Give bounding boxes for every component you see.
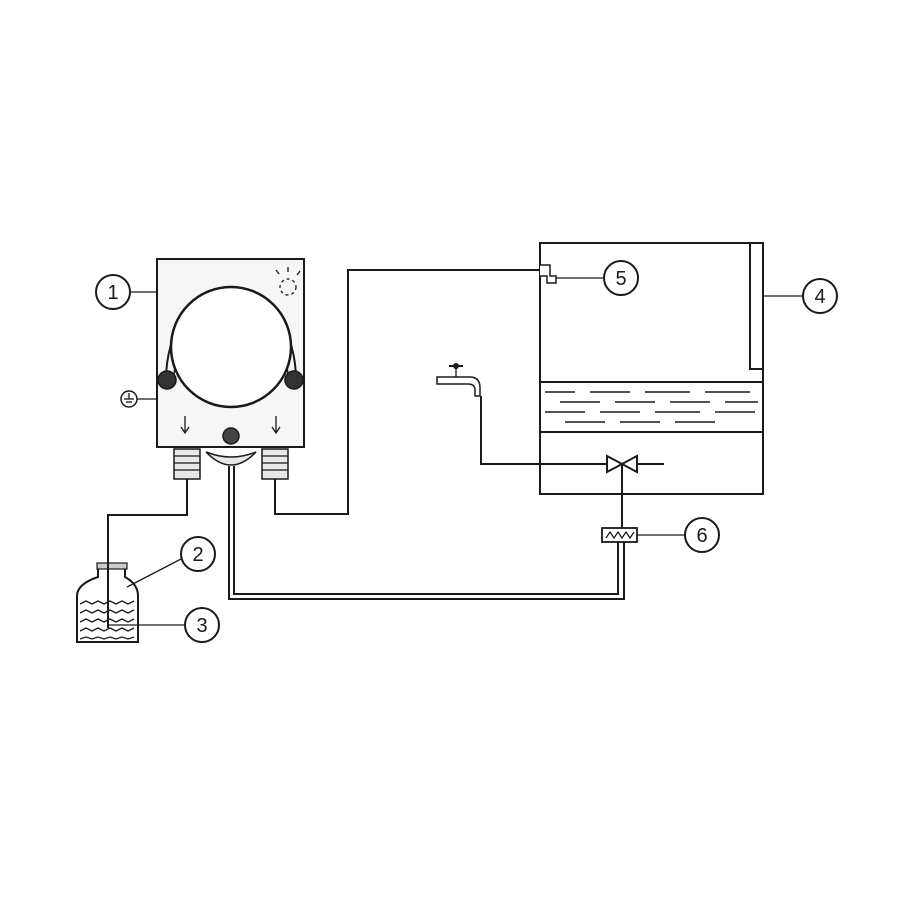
callout-2: 2 <box>180 536 216 572</box>
svg-text:1: 1 <box>107 282 118 304</box>
water-tap-icon <box>436 363 481 397</box>
flow-sensor <box>601 527 638 543</box>
supply-pipe <box>480 396 607 465</box>
svg-text:6: 6 <box>696 525 707 547</box>
svg-text:4: 4 <box>814 286 825 308</box>
callout-5: 5 <box>603 260 639 296</box>
callout-6: 6 <box>684 517 720 553</box>
peristaltic-pump <box>120 258 305 480</box>
pump-rotor <box>169 285 293 409</box>
injection-nozzle <box>540 264 557 284</box>
pump-roller-left-icon <box>157 370 177 390</box>
delivery-tube <box>274 269 540 515</box>
svg-text:5: 5 <box>615 268 626 290</box>
outlet-fitting <box>261 448 289 480</box>
sensor-cable <box>228 466 625 600</box>
sensor-cable-gland <box>205 451 257 466</box>
ground-symbol-icon <box>120 390 138 408</box>
pump-connector-icon <box>222 427 240 445</box>
suction-tube <box>107 479 188 628</box>
outlet-arrow-icon <box>271 416 281 435</box>
water-surface <box>545 391 758 423</box>
water-tank <box>539 242 764 495</box>
callout-3: 3 <box>184 607 220 643</box>
svg-text:3: 3 <box>196 615 207 637</box>
inlet-arrow-icon <box>180 416 190 435</box>
svg-text:2: 2 <box>192 544 203 566</box>
tank-body <box>539 242 764 495</box>
container-cap <box>96 562 128 570</box>
level-gauge <box>749 242 764 370</box>
pump-roller-right-icon <box>284 370 304 390</box>
callout-1: 1 <box>95 274 131 310</box>
inlet-fitting <box>173 448 201 480</box>
status-light-icon <box>275 267 301 296</box>
callout-4: 4 <box>802 278 838 314</box>
